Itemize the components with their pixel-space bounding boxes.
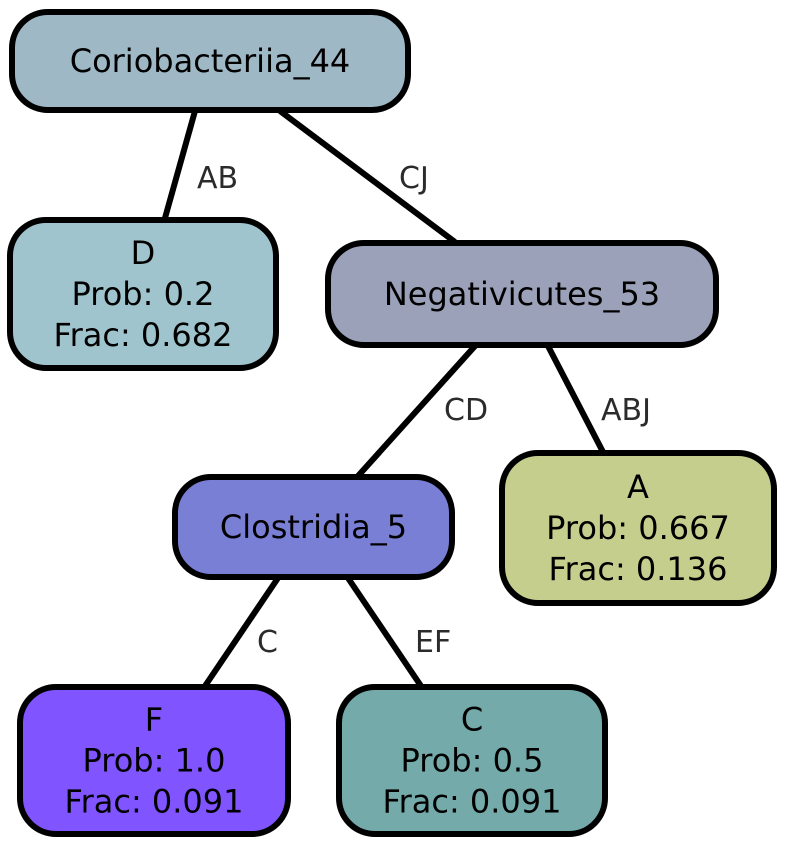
edge-line-n2-n3	[355, 343, 478, 479]
node-box	[325, 240, 719, 348]
edge-label: CJ	[399, 161, 429, 196]
edge-line-n3-n6	[345, 576, 424, 688]
edge-label: C	[257, 625, 278, 660]
edge-line-n3-n5	[202, 576, 281, 688]
node-title: A	[627, 468, 649, 506]
edge-label: CD	[444, 393, 488, 428]
edge-line-n2-n4	[545, 344, 606, 454]
tree-node: Clostridia_5	[172, 474, 455, 580]
edge-line-n0-n2	[278, 108, 457, 245]
node-stat: Prob: 0.667	[546, 509, 730, 547]
node-title: C	[461, 701, 483, 739]
node-stat: Prob: 0.5	[401, 742, 544, 780]
node-box	[17, 684, 291, 837]
node-stat: Frac: 0.091	[65, 783, 244, 821]
node-stat: Frac: 0.682	[54, 316, 233, 354]
node-box	[499, 450, 777, 606]
node-title: D	[131, 234, 156, 272]
edge-label: AB	[197, 161, 238, 196]
tree-node: Coriobacteriia_44	[9, 9, 411, 113]
node-box	[7, 217, 279, 371]
edges-layer: AB CJ CD ABJ C EF	[162, 108, 651, 688]
node-stat: Prob: 0.2	[72, 275, 215, 313]
node-title: F	[145, 701, 163, 739]
node-stat: Frac: 0.091	[383, 783, 562, 821]
node-box	[336, 684, 608, 837]
edge-label: ABJ	[601, 393, 651, 428]
edge-label: EF	[415, 625, 451, 660]
node-box	[172, 474, 455, 580]
node-title: Negativicutes_53	[384, 275, 660, 313]
edge-line-n0-n1	[162, 110, 198, 219]
node-stat: Prob: 1.0	[83, 742, 226, 780]
node-title: Coriobacteriia_44	[70, 42, 351, 80]
node-stat: Frac: 0.136	[549, 550, 728, 588]
node-box	[9, 9, 411, 113]
tree-node: Negativicutes_53	[325, 240, 719, 348]
node-title: Clostridia_5	[220, 508, 407, 546]
